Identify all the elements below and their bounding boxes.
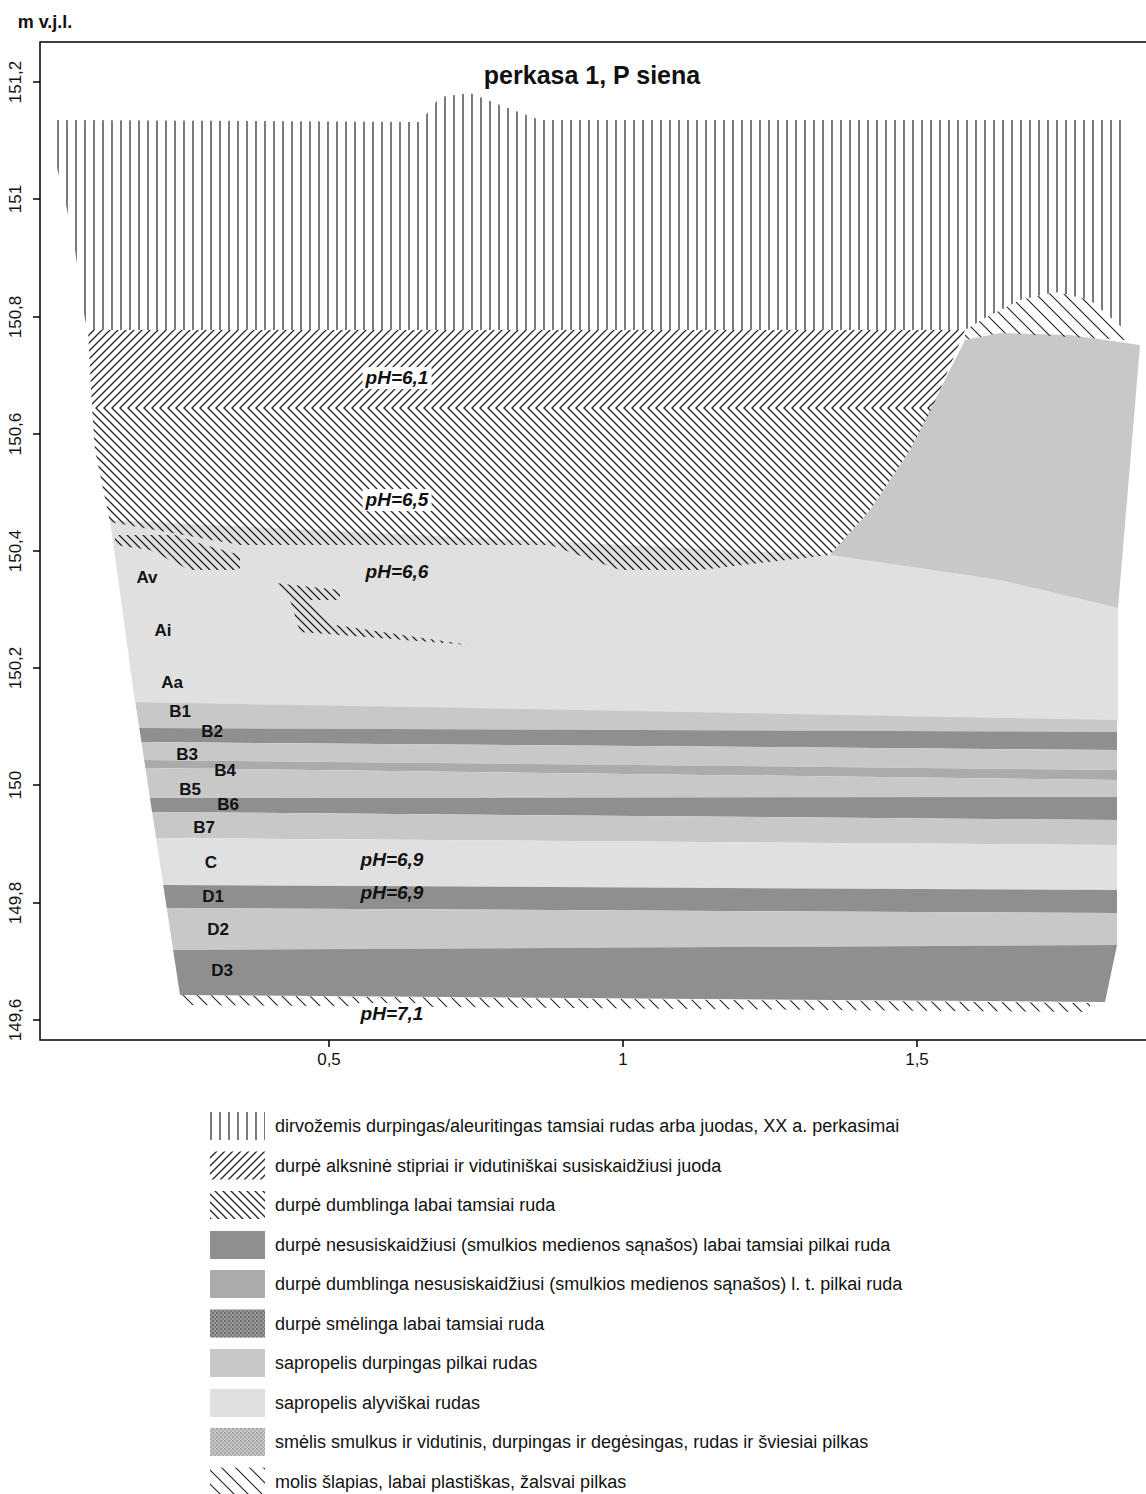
layer-code: Aa <box>161 673 183 693</box>
layer-band <box>145 768 1117 798</box>
tick-label: 150,6 <box>6 413 26 456</box>
legend-text: sapropelis alyviškai rudas <box>275 1392 480 1413</box>
layer-band <box>135 702 1117 732</box>
axis-unit: m v.j.l. <box>18 12 73 33</box>
tick-label: 149,8 <box>6 882 26 925</box>
layer-code: C <box>205 853 217 873</box>
tick-label: 150 <box>6 771 26 799</box>
layer-band <box>167 908 1117 950</box>
tick-label: 151,2 <box>6 61 26 104</box>
tick-label: 1 <box>618 1050 627 1070</box>
layer-code: D2 <box>207 920 229 940</box>
layer-code: D1 <box>202 887 224 907</box>
layer-band <box>173 945 1117 1002</box>
tick-label: 151 <box>6 185 26 213</box>
ph-value: pH=6,9 <box>358 882 427 904</box>
legend-swatch <box>210 1310 265 1338</box>
layer-code: B5 <box>179 780 201 800</box>
legend-swatch <box>210 1231 265 1259</box>
legend-text: durpė dumblinga nesusiskaidžiusi (smulki… <box>275 1274 902 1295</box>
tick-label: 150,8 <box>6 296 26 339</box>
legend-swatch <box>210 1152 265 1180</box>
chart-title: perkasa 1, P siena <box>484 61 700 90</box>
layer-code: B6 <box>217 795 239 815</box>
layer-band <box>156 838 1117 890</box>
layer-code: B3 <box>176 745 198 765</box>
legend-text: durpė dumblinga labai tamsiai ruda <box>275 1195 555 1216</box>
tick-label: 149,6 <box>6 999 26 1042</box>
legend-text: sapropelis durpingas pilkai rudas <box>275 1353 537 1374</box>
layer-code: Ai <box>155 621 172 641</box>
legend-swatch <box>210 1468 265 1494</box>
ph-value: pH=6,1 <box>363 367 432 389</box>
legend-swatch <box>210 1112 265 1140</box>
legend-swatch <box>210 1389 265 1417</box>
tick-label: 0,5 <box>317 1050 341 1070</box>
layer-code: Av <box>136 568 157 588</box>
legend-text: durpė smėlinga labai tamsiai ruda <box>275 1313 544 1334</box>
layer-code: B1 <box>169 702 191 722</box>
legend-text: smėlis smulkus ir vidutinis, durpingas i… <box>275 1432 868 1453</box>
legend-swatch <box>210 1191 265 1219</box>
layer-code: D3 <box>211 961 233 981</box>
ph-value: pH=7,1 <box>358 1003 427 1025</box>
legend-text: durpė nesusiskaidžiusi (smulkios medieno… <box>275 1234 890 1255</box>
legend-swatch <box>210 1270 265 1298</box>
legend-text: molis šlapias, labai plastiškas, žalsvai… <box>275 1471 626 1492</box>
tick-label: 150,2 <box>6 647 26 690</box>
layer-code: B2 <box>201 722 223 742</box>
ph-value: pH=6,9 <box>358 849 427 871</box>
ph-value: pH=6,6 <box>363 561 432 583</box>
legend-text: dirvožemis durpingas/aleuritingas tamsia… <box>275 1116 899 1137</box>
legend-text: durpė alksninė stipriai ir vidutiniškai … <box>275 1155 721 1176</box>
layer-code: B7 <box>193 818 215 838</box>
layer-code: B4 <box>214 761 236 781</box>
ph-value: pH=6,5 <box>363 489 432 511</box>
legend-swatch <box>210 1349 265 1377</box>
tick-label: 150,4 <box>6 530 26 573</box>
legend-swatch <box>210 1428 265 1456</box>
tick-label: 1,5 <box>905 1050 929 1070</box>
